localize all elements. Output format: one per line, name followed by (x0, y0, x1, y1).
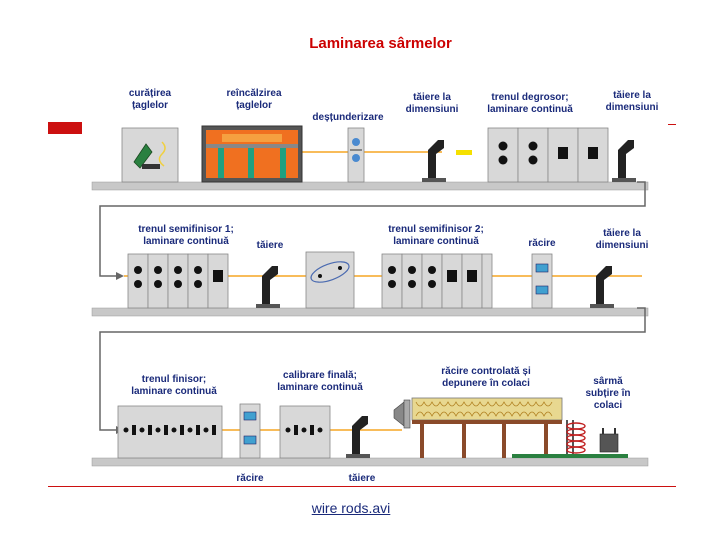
shear-2 (612, 140, 636, 182)
label-taiere3-line1: tăiere la (603, 228, 641, 239)
label-semifinisor1-line2: laminare continuă (143, 236, 229, 247)
shear-1 (422, 140, 446, 182)
label-curatirea-line1: curățirea (129, 88, 172, 99)
label-racire: răcire (528, 238, 556, 249)
label-taiere1-line1: tăiere la (413, 92, 451, 103)
label-taiere1-line2: dimensiuni (406, 104, 459, 115)
laying-head (393, 399, 411, 429)
floor-rail-2 (91, 307, 649, 317)
finishing-mill (117, 405, 223, 459)
label-calibrare-line2: laminare continuă (277, 382, 363, 393)
label-sarma-line2: subțire în (585, 388, 630, 399)
label-degrosor-line1: trenul degrosor; (491, 92, 568, 103)
label-degrosor-line2: laminare continuă (487, 104, 573, 115)
title-box: Laminarea sârmelor (213, 28, 548, 58)
cooling-conveyor (411, 397, 563, 458)
label-semifinisor2-line1: trenul semifinisor 2; (388, 224, 484, 235)
label-semifinisor2-line2: laminare continuă (393, 236, 479, 247)
wire-rolling-diagram: curățirea țaglelor reîncălzirea țaglelor… (82, 70, 668, 470)
label-curatirea-line2: țaglelor (132, 100, 168, 111)
cooling-box-2 (239, 403, 261, 459)
red-accent-bar (48, 122, 88, 134)
label-taiere: tăiere (257, 240, 284, 251)
label-destunderizare: deșțunderizare (312, 112, 384, 123)
label-racire-controlata-line2: depunere în colaci (442, 378, 530, 389)
billet-segment (456, 150, 472, 155)
flying-shear (305, 251, 355, 309)
connector-arrow-1 (116, 272, 124, 280)
reheating-furnace (201, 125, 303, 183)
label-calibrare-line1: calibrare finală; (283, 370, 357, 381)
shear-3 (256, 266, 280, 308)
connector-line-2 (99, 307, 646, 431)
floor-rail-1 (91, 181, 649, 191)
label-finisor-line1: trenul finisor; (142, 374, 206, 385)
coil-collection (512, 420, 628, 458)
sizing-mill (279, 405, 331, 459)
red-rule-bottom (48, 486, 676, 487)
label-racire-bottom: răcire (236, 473, 264, 484)
descaling-unit (347, 127, 365, 183)
floor-rail-3 (91, 457, 649, 467)
label-taiere2-line1: tăiere la (613, 90, 651, 101)
intermediate-mill-1 (127, 253, 229, 309)
connector-line-1 (99, 181, 646, 277)
label-reincalzirea-line1: reîncălzirea (226, 88, 281, 99)
roughing-mill (487, 127, 609, 183)
label-taiere-bottom: tăiere (349, 473, 376, 484)
label-sarma-line3: colaci (594, 400, 623, 411)
label-reincalzirea-line2: țaglelor (236, 100, 272, 111)
label-semifinisor1-line1: trenul semifinisor 1; (138, 224, 234, 235)
cleaning-station (121, 127, 179, 183)
shear-4 (590, 266, 614, 308)
slide-title: Laminarea sârmelor (309, 34, 452, 52)
cooling-box-1 (531, 253, 553, 309)
label-sarma-line1: sârmă (593, 376, 623, 387)
video-link-box: wire rods.avi (230, 495, 472, 521)
label-finisor-line2: laminare continuă (131, 386, 217, 397)
label-racire-controlata-line1: răcire controlată și (441, 366, 531, 377)
shear-5 (346, 416, 370, 458)
label-taiere3-line2: dimensiuni (596, 240, 649, 251)
label-taiere2-line2: dimensiuni (606, 102, 659, 113)
intermediate-mill-2 (381, 253, 493, 309)
bottom-labels: răcire tăiere (236, 473, 376, 484)
video-link[interactable]: wire rods.avi (311, 500, 391, 516)
